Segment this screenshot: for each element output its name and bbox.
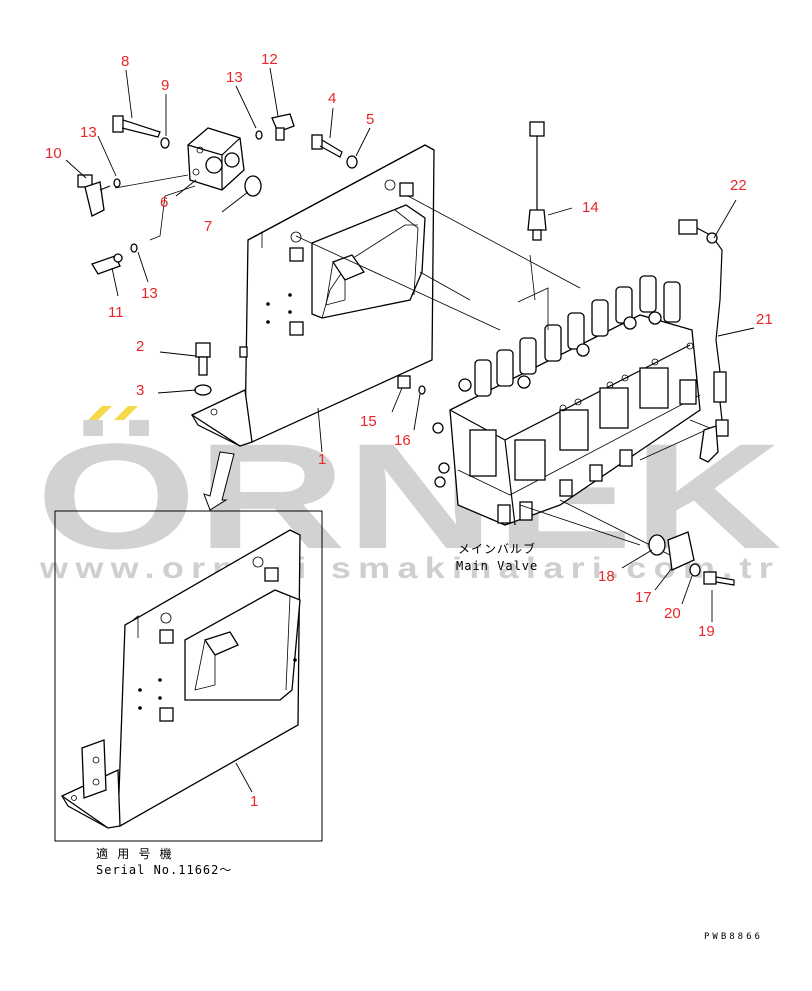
- washer-part-3: [194, 384, 212, 396]
- o-ring-part-13c: [255, 130, 263, 140]
- o-ring-part-13a: [113, 178, 121, 188]
- callout-12: 12: [261, 51, 278, 68]
- valve-spools: [458, 275, 681, 397]
- callout-10: 10: [45, 145, 62, 162]
- o-ring-part-18: [648, 534, 666, 556]
- callout-5: 5: [366, 111, 374, 128]
- bracket-plate-main: [190, 144, 435, 447]
- callout-17: 17: [635, 589, 652, 606]
- callout-8: 8: [121, 53, 129, 70]
- fitting-part-10: [77, 174, 111, 217]
- watermark-url: www.orneki smakinalari.com.tr: [39, 552, 780, 585]
- callout-18: 18: [598, 568, 615, 585]
- inset-serial-variant: 1 適 用 号 機 Serial No.11662〜: [54, 451, 323, 877]
- plug-part-7: [244, 175, 262, 197]
- washer-part-9: [160, 137, 170, 149]
- callout-19: 19: [698, 623, 715, 640]
- bolt-part-19: [703, 571, 735, 586]
- main-valve-label-jp: メインバルブ: [458, 541, 536, 556]
- wire-harness-part-21: [678, 219, 729, 463]
- applicable-label-jp: 適 用 号 機: [96, 846, 173, 861]
- main-valve-label-en: Main Valve: [456, 559, 538, 573]
- callout-9: 9: [161, 77, 169, 94]
- callout-3: 3: [136, 382, 144, 399]
- callout-4: 4: [328, 90, 336, 107]
- callout-22: 22: [730, 177, 747, 194]
- callout-numbers: 8 9 13 12 13 10 6 7 11 13 4 5 2 3 1 15 1…: [45, 51, 773, 640]
- callout-15: 15: [360, 413, 377, 430]
- serial-number-label: Serial No.11662〜: [96, 863, 232, 877]
- washer-part-20: [689, 563, 701, 577]
- main-valve: メインバルブ Main Valve: [295, 195, 721, 573]
- callout-6: 6: [160, 194, 168, 211]
- bracket-plate-inset: [60, 529, 301, 829]
- fitting-part-12: [271, 113, 295, 141]
- leader-lines: [65, 67, 755, 622]
- callout-13-top: 13: [226, 69, 243, 86]
- callout-21: 21: [756, 311, 773, 328]
- bolt-part-2: [195, 342, 211, 376]
- o-ring-part-16: [418, 385, 426, 395]
- watermark: ÖRNEK www.orneki smakinalari.com.tr: [36, 406, 782, 585]
- callout-7: 7: [204, 218, 212, 235]
- callout-13-bottom: 13: [141, 285, 158, 302]
- bolt-part-8: [112, 115, 161, 138]
- callout-1-main: 1: [318, 451, 326, 468]
- pressure-sensor-part-14: [527, 121, 547, 241]
- callout-2: 2: [136, 338, 144, 355]
- pressure-block-part-6: [114, 127, 245, 241]
- callout-20: 20: [664, 605, 681, 622]
- callout-13-left: 13: [80, 124, 97, 141]
- drawing-code: PWB8866: [704, 932, 763, 942]
- callout-14: 14: [582, 199, 599, 216]
- callout-16: 16: [394, 432, 411, 449]
- callout-1-inset: 1: [250, 793, 258, 810]
- fitting-part-11: [91, 253, 123, 275]
- flange-part-17: [667, 531, 695, 571]
- valve-ports: [432, 342, 697, 524]
- washer-part-5: [346, 155, 358, 169]
- o-ring-part-13b: [130, 243, 138, 253]
- bolt-part-4: [311, 134, 343, 158]
- plug-part-15: [397, 375, 411, 389]
- callout-11: 11: [108, 304, 124, 321]
